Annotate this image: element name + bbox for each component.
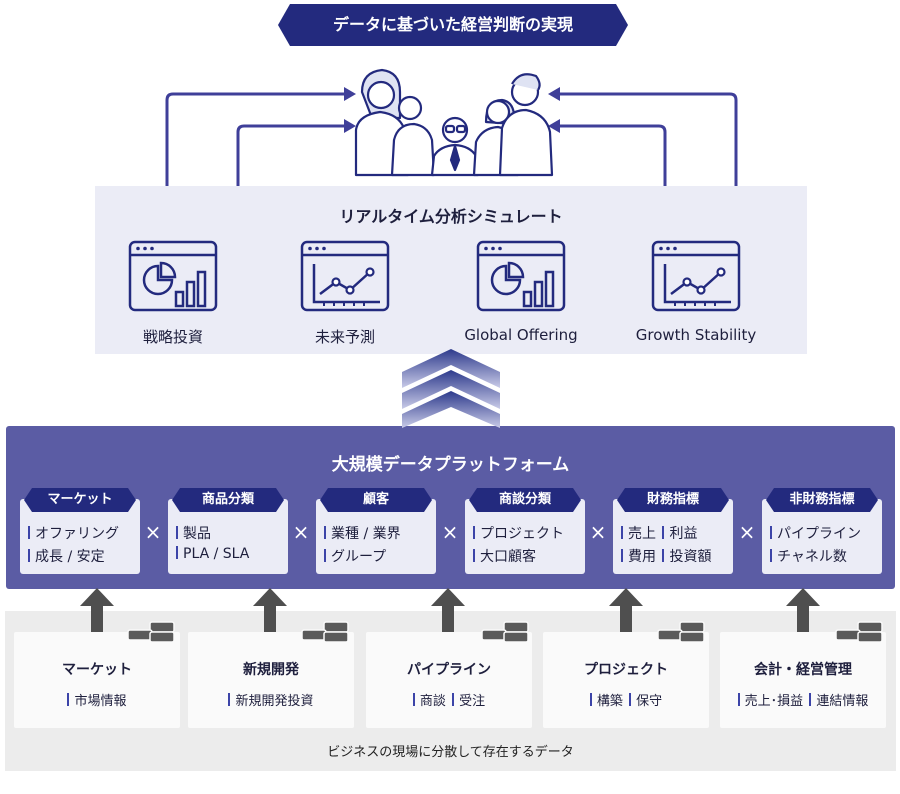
times-operator: × [738,520,756,544]
card-line: 費用 投資額 [621,546,711,566]
times-operator: × [589,520,607,544]
source-title: パイプライン [407,662,491,678]
simulation-title: リアルタイム分析シミュレート [339,207,563,226]
card-line: プロジェクト [473,523,564,543]
feedback-arrows [165,92,738,186]
platform-card-market: マーケット オファリング 成長 / 安定 [20,488,140,574]
card-line: 売上 利益 [621,523,697,543]
goal-banner-text: データに基づいた経営判断の実現 [332,15,573,34]
card-line: 業種 / 業界 [324,523,401,543]
data-source-pipeline: パイプライン 商談 受注 [366,632,532,728]
simulation-panel [95,186,807,354]
source-subs: 新規開発投資 [188,690,354,709]
sim-item-label: Growth Stability [635,326,757,344]
data-source-project: プロジェクト 構築 保守 [543,632,709,728]
pie-bar-chart-icon [476,240,566,312]
platform-card-non-financial-metrics: 非財務指標 パイプライン チャネル数 [762,488,882,574]
source-subs: 市場情報 [14,690,180,709]
source-title: マーケット [62,662,132,678]
card-tag: 財務指標 [617,488,729,512]
card-line: 大口顧客 [473,546,536,566]
sim-item-label: Global Offering [464,326,578,344]
data-platform-panel [6,426,895,589]
card-line: PLA / SLA [176,546,249,562]
card-tag: マーケット [24,488,136,512]
source-subs: 商談 受注 [366,690,532,709]
people-group-icon [354,68,554,177]
source-title: プロジェクト [584,662,668,678]
times-operator: × [441,520,459,544]
goal-banner: データに基づいた経営判断の実現 [278,4,628,46]
data-source-new-development: 新規開発 新規開発投資 [188,632,354,728]
card-line: チャネル数 [770,546,847,566]
card-tag: 商談分類 [469,488,581,512]
card-tag: 非財務指標 [766,488,878,512]
card-line: パイプライン [770,523,861,543]
times-operator: × [144,520,162,544]
line-chart-icon [651,240,741,312]
data-source-accounting: 会計・経営管理 売上･損益 連結情報 [720,632,886,728]
platform-card-customer: 顧客 業種 / 業界 グループ [316,488,436,574]
sim-item-future-forecast: 未来予測 [265,240,425,347]
platform-card-deal-category: 商談分類 プロジェクト 大口顧客 [465,488,585,574]
platform-card-product-category: 商品分類 製品 PLA / SLA [168,488,288,574]
sim-item-label: 未来予測 [314,328,375,346]
sim-item-strategic-investment: 戦略投資 [93,240,253,347]
chevron-up-arrows [402,349,500,428]
sim-item-growth-stability: Growth Stability [616,240,776,344]
source-subs: 構築 保守 [543,690,709,709]
card-line: 成長 / 安定 [28,546,105,566]
data-source-market: マーケット 市場情報 [14,632,180,728]
platform-card-financial-metrics: 財務指標 売上 利益 費用 投資額 [613,488,733,574]
card-tag: 顧客 [320,488,432,512]
card-line: オファリング [28,523,119,543]
source-title: 会計・経営管理 [754,662,852,678]
platform-title: 大規模データプラットフォーム [331,455,570,475]
upload-arrows [80,588,820,632]
line-chart-icon [300,240,390,312]
data-sources-caption: ビジネスの現場に分散して存在するデータ [327,745,574,760]
sim-item-label: 戦略投資 [142,328,203,346]
arrow-heads [344,87,560,133]
card-tag: 商品分類 [172,488,284,512]
pie-bar-chart-icon [128,240,218,312]
times-operator: × [292,520,310,544]
sim-item-global-offering: Global Offering [441,240,601,344]
source-subs: 売上･損益 連結情報 [720,690,886,709]
source-title: 新規開発 [243,662,299,678]
card-line: グループ [324,546,386,566]
card-line: 製品 [176,523,211,543]
